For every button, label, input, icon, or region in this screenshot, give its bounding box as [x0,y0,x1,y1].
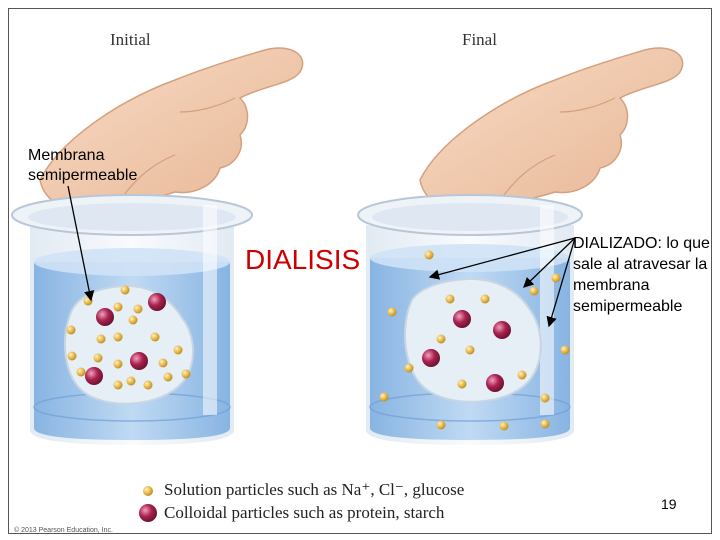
process-title: DIALISIS [243,244,363,276]
colloid-particle [148,293,166,311]
solution-particle [480,294,490,304]
colloid-particle [486,374,504,392]
solution-particle [499,421,509,431]
solution-particle [113,302,123,312]
solution-particle [163,372,173,382]
solution-particle [445,294,455,304]
solution-particle [96,334,106,344]
solution-particle [404,363,414,373]
solution-particle [76,367,86,377]
solution-particle [551,273,561,283]
colloid-particle [130,352,148,370]
solution-particle [465,345,475,355]
solution-particle [529,286,539,296]
colloid-particle [422,349,440,367]
final-heading: Final [462,30,497,49]
solution-particle [120,285,130,295]
membrane-label: Membrana semipermeable [28,147,138,184]
solution-particle [457,379,467,389]
solution-particle [424,250,434,260]
solution-particle [436,334,446,344]
solution-particle [173,345,183,355]
colloid-particle [453,310,471,328]
dialyzed-arrow-2 [523,237,576,288]
solution-particle [113,380,123,390]
dialyzed-arrow-3 [546,237,576,328]
copyright-notice: © 2013 Pearson Education, Inc. [14,527,113,534]
solution-particle [128,315,138,325]
solution-particle [158,358,168,368]
solution-particle [560,345,570,355]
solution-particle [540,419,550,429]
solution-particle [540,393,550,403]
particles-final [379,250,570,431]
legend-solution-text: Solution particles such as Na⁺, Cl⁻, glu… [164,480,465,499]
slide-frame [8,8,712,534]
colloid-particle [85,367,103,385]
solution-particle [379,392,389,402]
solution-particle [126,376,136,386]
dialyzed-label: DIALIZADO: lo que sale al atravesar la m… [573,235,710,315]
solution-particle [143,380,153,390]
legend-colloid-particle [139,504,157,522]
colloid-particle [493,321,511,339]
solution-particle [436,420,446,430]
page-number: 19 [661,496,677,512]
solution-particle [150,332,160,342]
initial-heading: Initial [110,30,151,49]
solution-particle [113,332,123,342]
solution-particle [133,304,143,314]
colloid-particle [96,308,114,326]
right-hand-illustration [419,47,684,212]
legend-solution-particle [143,486,153,496]
solution-particle [66,325,76,335]
dialyzed-arrow-1 [428,237,576,280]
solution-particle [387,307,397,317]
solution-particle [113,359,123,369]
solution-particle [181,369,191,379]
solution-particle [93,353,103,363]
membrane-arrow [67,185,95,302]
solution-particle [67,351,77,361]
solution-particle [517,370,527,380]
legend-colloid-text: Colloidal particles such as protein, sta… [164,503,445,522]
